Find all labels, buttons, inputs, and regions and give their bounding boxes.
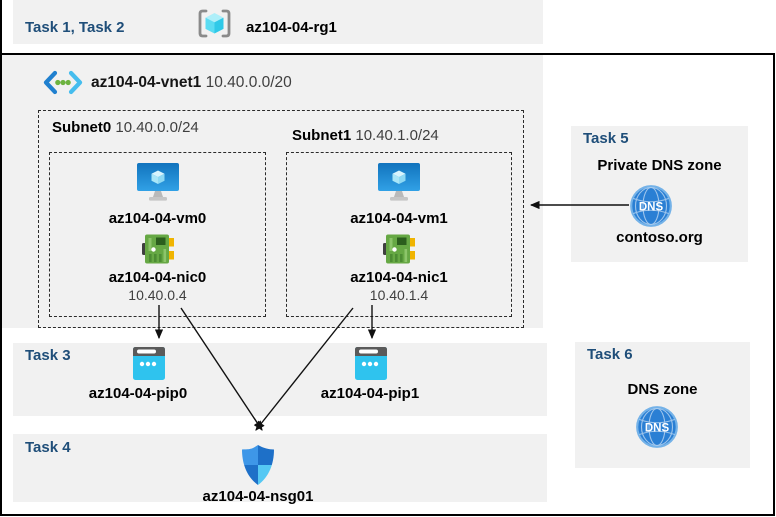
dns-zone-icon-text: DNS	[645, 423, 670, 435]
task3-band	[13, 343, 547, 416]
diagram-frame-left-spur	[0, 0, 2, 53]
subnet1-label: Subnet1 10.40.1.0/24	[292, 127, 439, 144]
vnet-panel	[2, 55, 543, 328]
vnet-name: az104-04-vnet1	[91, 74, 202, 91]
nic0-label: az104-04-nic0	[108, 269, 207, 286]
subnet0-label: Subnet0 10.40.0.0/24	[52, 119, 199, 136]
task12-label: Task 1, Task 2	[25, 19, 125, 36]
subnet0-box: az104-04-vm0 az104-04-nic0 10.40.0.4	[49, 152, 266, 317]
nsg-shield-icon	[242, 445, 274, 485]
subnet1-cidr: 10.40.1.0/24	[355, 127, 439, 144]
nic1-icon	[383, 234, 415, 264]
private-dns-zone-title: Private DNS zone	[597, 157, 722, 174]
vnet-title: az104-04-vnet1 10.40.0.0/20	[91, 74, 292, 92]
pip0-label: az104-04-pip0	[88, 385, 188, 402]
nic0-icon	[141, 234, 174, 264]
diagram-frame	[0, 53, 775, 516]
pip1-icon	[355, 347, 387, 380]
dns-zone-icon: DNS	[636, 406, 678, 448]
task4-band	[13, 434, 547, 502]
task5-label: Task 5	[583, 130, 629, 147]
private-dns-icon-text: DNS	[639, 202, 664, 214]
vm0-icon	[136, 163, 179, 201]
subnet0-cidr: 10.40.0.0/24	[115, 119, 199, 136]
header-band	[13, 0, 543, 44]
nic1-ip: 10.40.1.4	[369, 287, 429, 303]
task6-label: Task 6	[587, 346, 633, 363]
vnet-icon	[43, 70, 83, 95]
task4-label: Task 4	[25, 439, 71, 456]
vm1-icon	[378, 163, 420, 201]
vm1-label: az104-04-vm1	[350, 210, 448, 227]
subnet1-box: az104-04-vm1 az104-04-nic1 10.40.1.4	[286, 152, 512, 317]
pip0-icon	[133, 347, 165, 380]
nic0-ip: 10.40.0.4	[128, 287, 187, 303]
contoso-zone-label: contoso.org	[616, 229, 703, 246]
private-dns-icon: DNS	[630, 185, 672, 227]
pip1-label: az104-04-pip1	[320, 385, 420, 402]
task3-label: Task 3	[25, 347, 71, 364]
vnet-cidr: 10.40.0.0/20	[205, 74, 292, 91]
resource-group-label: az104-04-rg1	[246, 19, 337, 36]
nic1-label: az104-04-nic1	[350, 269, 448, 286]
vm0-label: az104-04-vm0	[108, 210, 207, 227]
dns-zone-title: DNS zone	[627, 381, 698, 398]
subnet0-name: Subnet0	[52, 119, 112, 136]
nsg-label: az104-04-nsg01	[202, 488, 314, 505]
resource-group-icon	[198, 9, 231, 38]
subnet1-name: Subnet1	[292, 127, 352, 144]
